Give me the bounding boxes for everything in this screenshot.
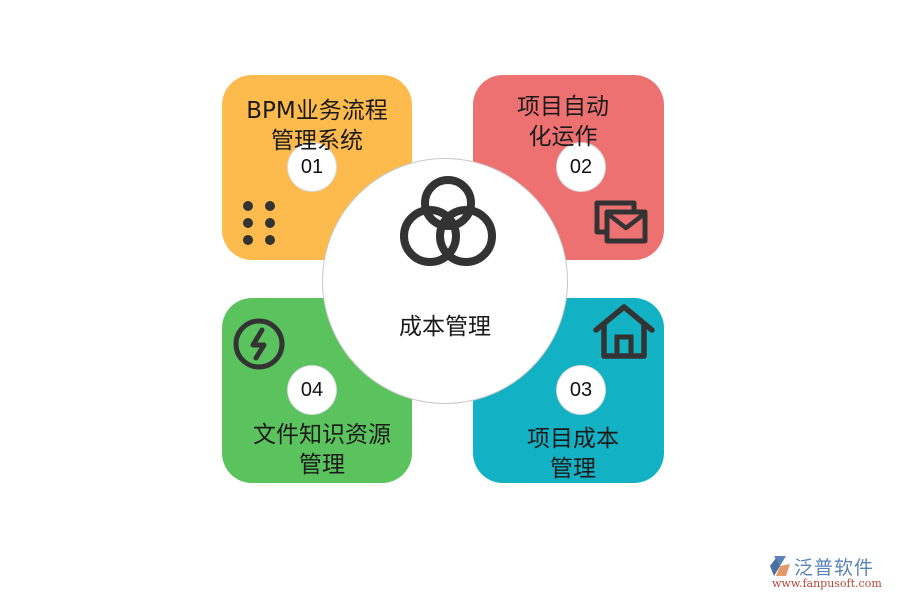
card-04-title-line1: 文件知识资源 [253, 422, 391, 448]
house-icon [592, 302, 656, 366]
watermark-url: www.fanpusoft.com [772, 577, 882, 590]
fanpu-logo-icon [770, 556, 790, 576]
fanpusoft-watermark: 泛普软件 www.fanpusoft.com [768, 552, 893, 592]
card-02-title-line1: 项目自动 [517, 94, 609, 120]
center-hub: 成本管理 [322, 158, 568, 404]
card-03-title: 项目成本 管理 [473, 424, 673, 484]
center-label: 成本管理 [399, 314, 491, 340]
card-03-title-line1: 项目成本 [527, 426, 619, 452]
card-01-number-badge: 01 [288, 143, 336, 191]
card-04-title-line2: 管理 [299, 452, 345, 478]
card-03-title-line2: 管理 [550, 456, 596, 482]
card-01-title-line2: 管理系统 [271, 128, 363, 154]
card-04-number-badge: 04 [288, 366, 336, 414]
card-01-title-line1: BPM业务流程 [246, 98, 388, 124]
card-04-title: 文件知识资源 管理 [222, 420, 422, 480]
card-03-number-badge: 03 [557, 366, 605, 414]
card-02-title-line2: 化运作 [528, 124, 598, 150]
stacked-mail-icon [592, 198, 650, 250]
three-circles-icon [396, 171, 500, 279]
lightning-circle-icon [231, 316, 287, 376]
six-dots-grid-icon [240, 198, 282, 250]
card-02-title: 项目自动 化运作 [473, 92, 653, 152]
watermark-brand: 泛普软件 [794, 557, 875, 579]
card-01-title: BPM业务流程 管理系统 [222, 96, 412, 156]
card-02-number-badge: 02 [557, 143, 605, 191]
